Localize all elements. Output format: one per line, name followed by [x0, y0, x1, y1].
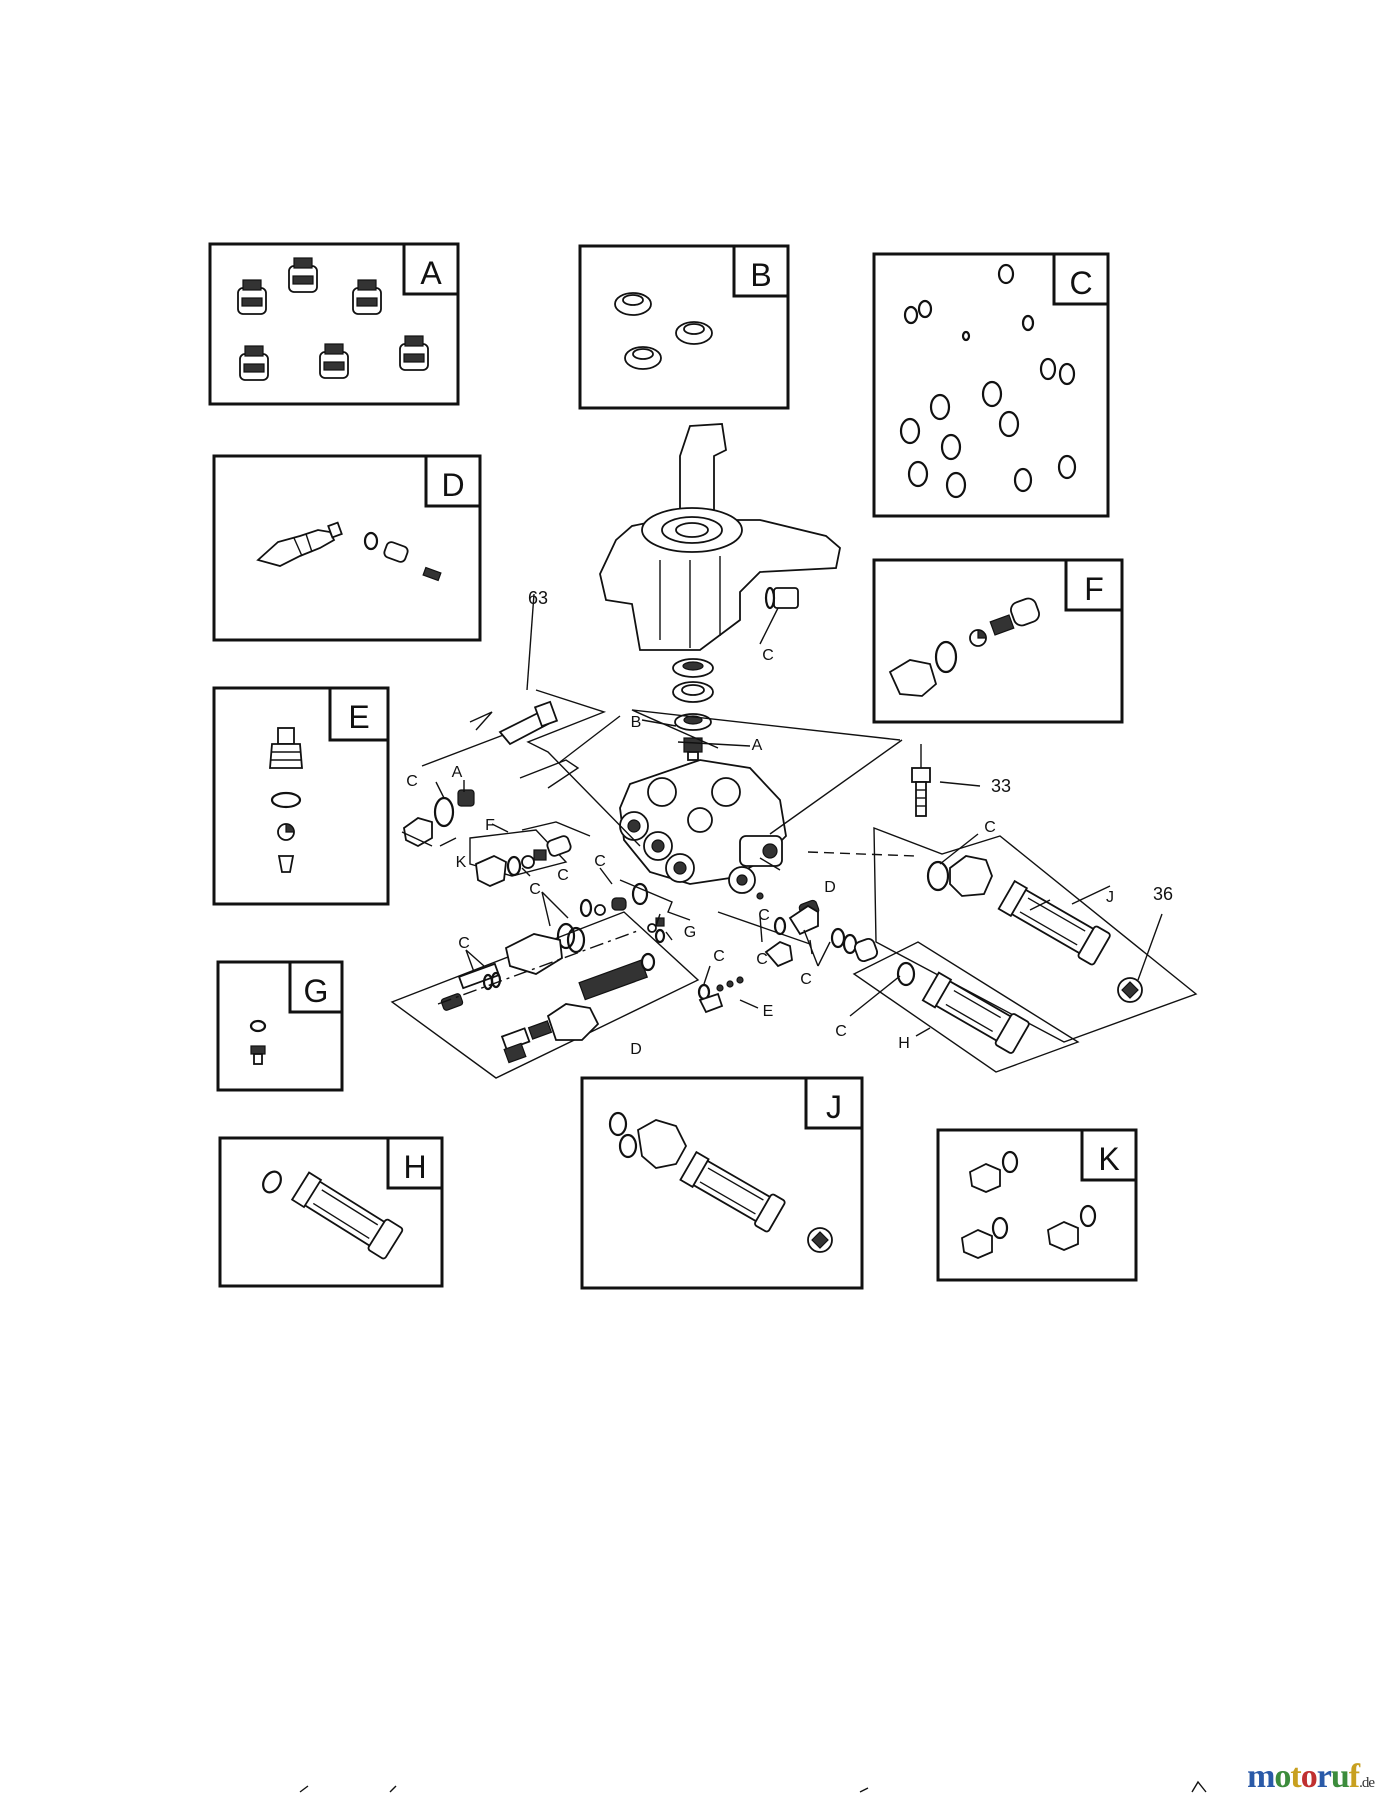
- callout-d-right: D: [824, 879, 836, 896]
- check-valve-assemblies: [647, 892, 879, 1014]
- o-ring-set-icon: [899, 263, 1077, 499]
- valve-set-icon: [237, 257, 429, 381]
- kit-box-b: B: [578, 244, 790, 410]
- plug-set-icon: [961, 1150, 1097, 1259]
- kit-box-f: F: [872, 558, 1124, 724]
- watermark-tld: .de: [1359, 1775, 1375, 1791]
- callout-k: K: [456, 854, 467, 871]
- callout-c-j: C: [984, 819, 996, 836]
- inlet-filter-icon: [608, 1111, 833, 1253]
- callout-a-plug: A: [452, 764, 463, 781]
- callout-a-valve: A: [752, 737, 763, 754]
- inlet-fitting-assembly: [896, 961, 1030, 1054]
- kit-box-k: K: [936, 1128, 1138, 1282]
- piston-seals-stack: [672, 658, 714, 761]
- callout-b-seal: B: [631, 714, 642, 731]
- unloader-valve-icon: [256, 521, 442, 582]
- callout-63: 63: [528, 588, 548, 608]
- kit-letter-d: D: [441, 467, 464, 503]
- callout-c-d5: C: [800, 971, 812, 988]
- kit-letter-b: B: [750, 257, 771, 293]
- kit-box-a: A: [208, 242, 460, 406]
- sub-assembly-outlines: [390, 689, 1198, 1079]
- kit-box-j: J: [580, 1076, 864, 1290]
- callout-33: 33: [991, 776, 1011, 796]
- callout-c-d1: C: [594, 853, 606, 870]
- callout-c-e: C: [756, 951, 768, 968]
- callout-c-housing: C: [762, 647, 774, 664]
- callout-c-plug: C: [406, 773, 418, 790]
- kit-box-h: H: [218, 1136, 444, 1288]
- kit-box-g: G: [216, 960, 344, 1092]
- kit-letter-e: E: [348, 699, 369, 735]
- callout-e: E: [763, 1003, 774, 1020]
- callout-c-h: C: [835, 1023, 847, 1040]
- seal-set-icon: [614, 292, 713, 370]
- kit-letter-a: A: [420, 255, 442, 291]
- callout-c-e2: C: [713, 948, 725, 965]
- manifold-block: [619, 759, 787, 894]
- kit-letter-j: J: [826, 1089, 842, 1125]
- unloader-assembly: [437, 882, 656, 1064]
- callout-c-d4: C: [758, 907, 770, 924]
- kit-box-c: C: [872, 252, 1110, 518]
- callout-c-f: C: [557, 867, 569, 884]
- pressure-valve-assembly: [403, 700, 572, 887]
- inlet-filter-assembly: [926, 855, 1143, 1003]
- leader-lines: [401, 593, 1163, 1037]
- callout-g: G: [684, 924, 696, 941]
- check-valve-icon: [269, 727, 303, 873]
- kit-letter-k: K: [1098, 1141, 1119, 1177]
- watermark-logo: motoruf.de: [1247, 1758, 1375, 1796]
- kit-box-d: D: [212, 454, 482, 642]
- inlet-fitting-icon: [262, 1170, 404, 1260]
- bottom-marks: [299, 1780, 1207, 1793]
- callout-d-lower: D: [630, 1041, 642, 1058]
- kit-letter-h: H: [403, 1149, 426, 1185]
- kit-letter-g: G: [304, 973, 329, 1009]
- callout-labels: 63 33 36 C B A C A F K C C C C G D C C E…: [406, 588, 1173, 1058]
- bolt-33: [911, 744, 981, 817]
- thermal-relief-icon: [888, 597, 1040, 697]
- callout-j: J: [1106, 889, 1114, 906]
- callout-c-d3: C: [458, 935, 470, 952]
- callout-36: 36: [1153, 884, 1173, 904]
- kit-box-e: E: [212, 686, 390, 906]
- ball-seal-icon: [249, 1019, 267, 1065]
- watermark-brand: motoruf: [1247, 1758, 1360, 1795]
- pump-housing: [599, 423, 841, 651]
- callout-h: H: [898, 1035, 910, 1052]
- callout-f: F: [485, 817, 495, 834]
- kit-letter-c: C: [1069, 265, 1092, 301]
- kit-letter-f: F: [1084, 571, 1104, 607]
- callout-c-d2: C: [529, 881, 541, 898]
